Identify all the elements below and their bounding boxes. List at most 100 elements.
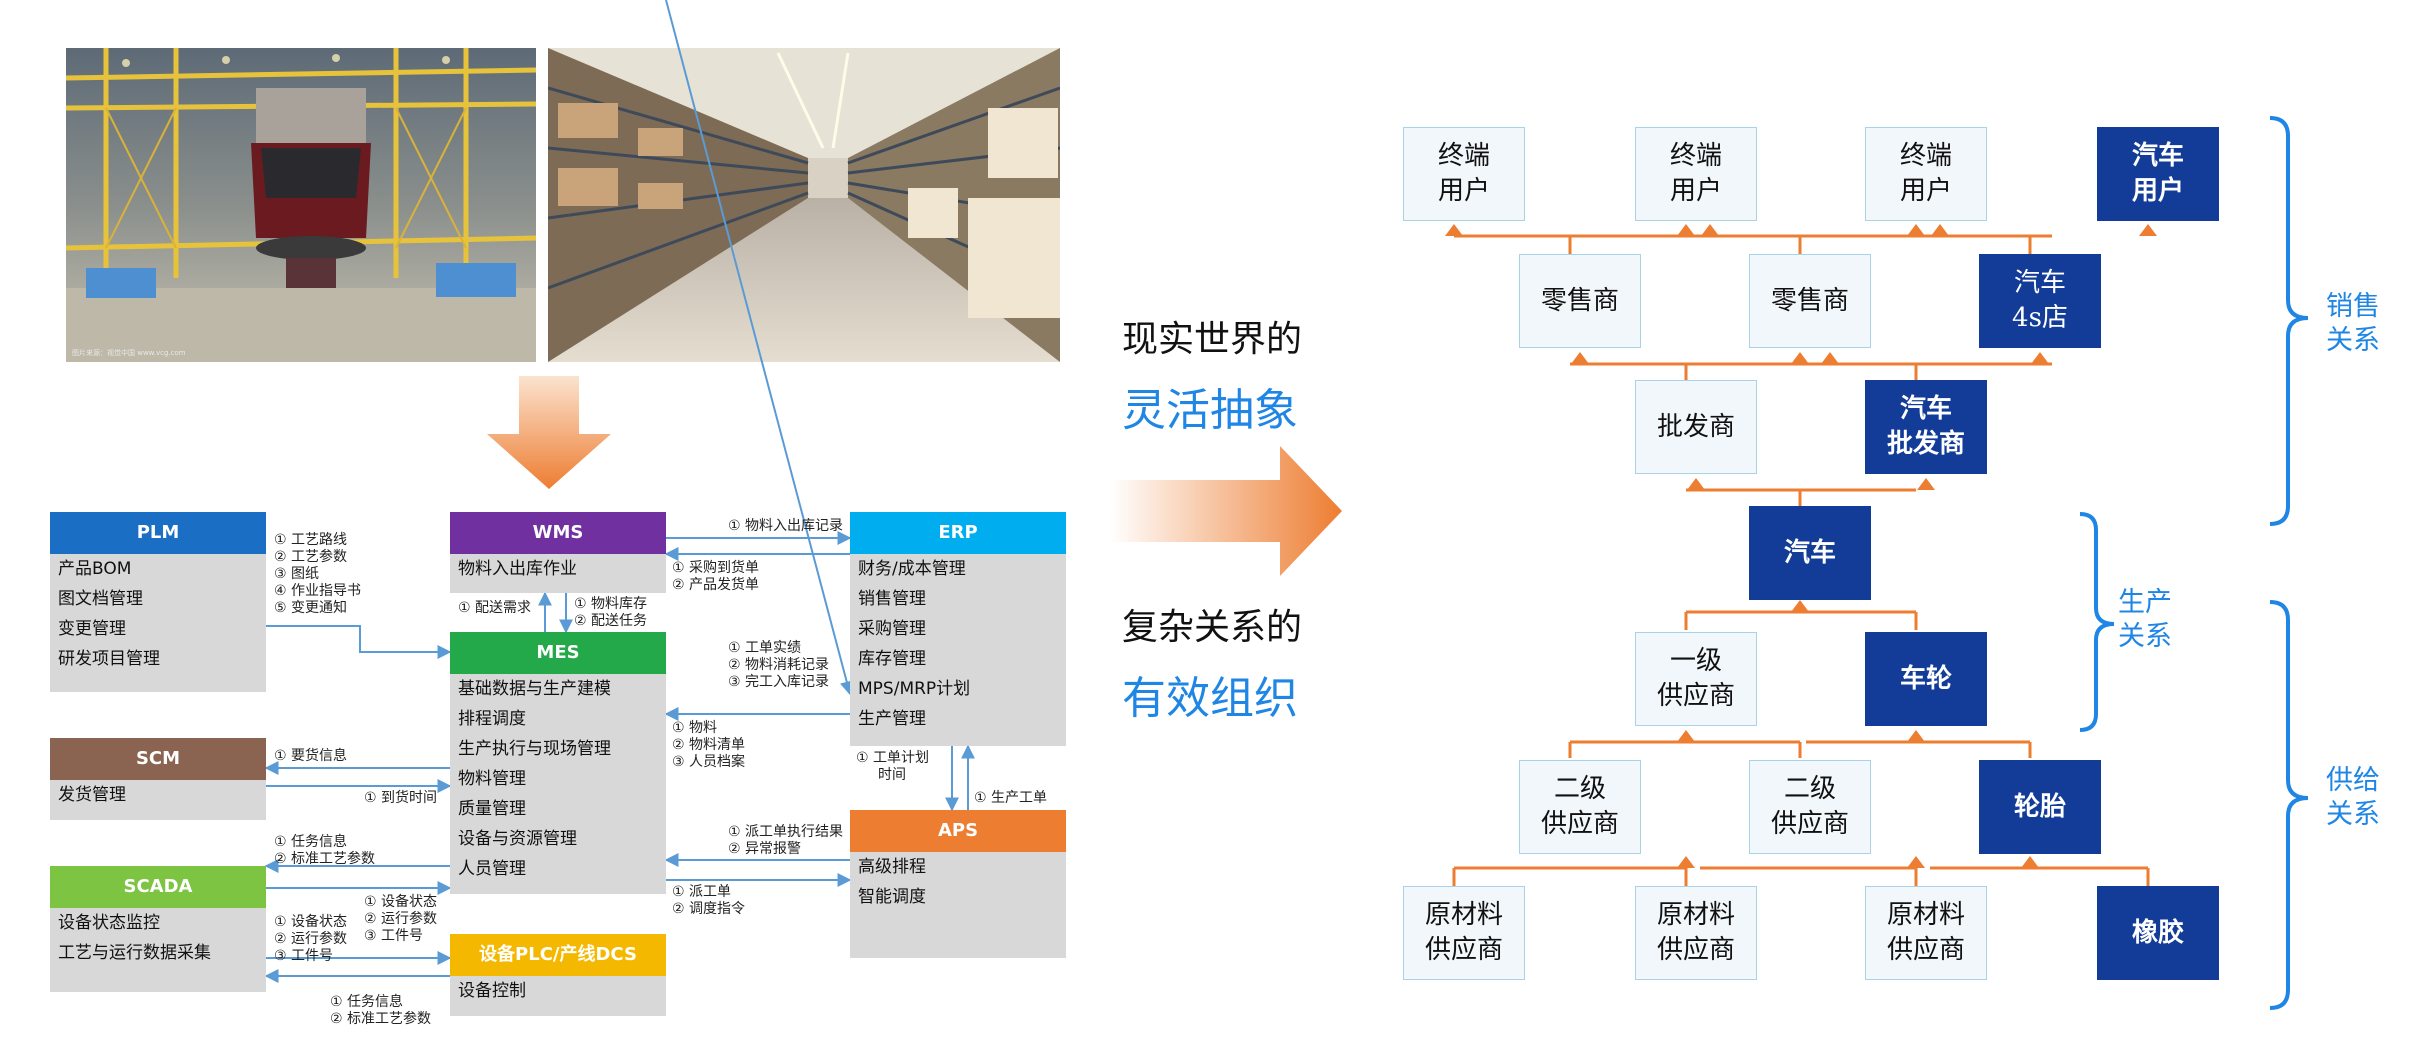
middle-line-1: 现实世界的 [1122,319,1303,360]
warehouse-photo [548,48,1060,362]
mes-item: 排程调度 [458,709,526,729]
note-mes-scada: ① 任务信息 ② 标准工艺参数 [274,834,375,868]
node-text: 批发商 [1656,411,1735,442]
scada-item: 设备状态监控 [58,913,160,933]
node-tier1-supplier: 一级 供应商 [1635,632,1757,726]
note-mes-aps: ① 派工单 ② 调度指令 [672,884,745,918]
node-rubber: 橡胶 [2097,886,2219,980]
node-text: 原材料 供应商 [1886,900,1965,965]
note-line: 时间 [878,767,906,783]
middle-line-2: 灵活抽象 [1122,385,1298,436]
scm-title: SCM [50,738,266,780]
note-line: ② 调度指令 [672,901,746,917]
factory-photo: 图片来源：视觉中国 www.vcg.com [66,48,536,362]
note-line: ① 任务信息 [330,994,404,1010]
aps-item: 智能调度 [858,887,926,907]
node-wheel: 车轮 [1865,632,1987,726]
scada-title: SCADA [50,866,266,908]
note-line: ⑤ 变更通知 [274,600,348,616]
note-line: ① 工单计划 [856,750,930,766]
node-text: 汽车 4s店 [2012,268,2068,333]
warehouse-image [548,48,1060,362]
node-tire: 轮胎 [1979,760,2101,854]
plm-item: 产品BOM [58,559,132,579]
note-line: ① 生产工单 [974,790,1048,806]
note-mes-erp: ① 工单实绩 ② 物料消耗记录 ③ 完工入库记录 [728,640,829,691]
note-line: ① 物料入出库记录 [728,518,844,534]
node-raw-material-supplier: 原材料 供应商 [1403,886,1525,980]
label-supply-relation: 供给 关系 [2326,764,2380,832]
note-scada-mes: ① 设备状态 ② 运行参数 ③ 工件号 [364,894,437,945]
node-text: 二级 供应商 [1540,774,1619,839]
middle-line-4: 有效组织 [1122,673,1298,724]
note-line: ① 工单实绩 [728,640,802,656]
note-line: ① 设备状态 [274,914,348,930]
node-text: 终端 用户 [1669,141,1722,206]
note-line: ② 物料消耗记录 [728,657,830,673]
scm-box: SCM 发货管理 [50,738,266,820]
note-line: ② 物料清单 [672,737,746,753]
note-line: ① 物料库存 [574,596,648,612]
note-line: ① 到货时间 [364,790,438,806]
plc-item: 设备控制 [458,981,526,1001]
note-plc-bottom: ① 任务信息 ② 标准工艺参数 [330,994,431,1028]
node-retailer: 零售商 [1519,254,1641,348]
scada-item: 工艺与运行数据采集 [58,943,211,963]
node-text: 终端 用户 [1899,141,1952,206]
right-arrow-icon [1110,446,1342,576]
mes-item: 物料管理 [458,769,526,789]
plm-box: PLM 产品BOM 图文档管理 变更管理 研发项目管理 [50,512,266,692]
plm-title: PLM [50,512,266,554]
aps-box: APS 高级排程 智能调度 [850,810,1066,958]
middle-line-3: 复杂关系的 [1122,607,1303,648]
mes-item: 基础数据与生产建模 [458,679,611,699]
down-arrow-icon [487,376,611,489]
note-line: ② 运行参数 [364,911,438,927]
note-line: ③ 工件号 [274,948,334,964]
plc-box: 设备PLC/产线DCS 设备控制 [450,934,666,1016]
erp-item: 采购管理 [858,619,926,639]
node-text: 车轮 [1899,663,1952,694]
note-line: ③ 图纸 [274,566,320,582]
aps-title: APS [850,810,1066,852]
node-text: 零售商 [1770,285,1849,316]
bracket-text: 销售 关系 [2326,291,2380,356]
note-scm-out: ① 到货时间 [364,790,437,807]
node-text: 原材料 供应商 [1424,900,1503,965]
node-end-user: 终端 用户 [1865,127,1987,221]
node-end-user: 终端 用户 [1635,127,1757,221]
note-erp-wms: ① 采购到货单 ② 产品发货单 [672,560,759,594]
mes-item: 质量管理 [458,799,526,819]
note-line: ② 产品发货单 [672,577,760,593]
note-line: ① 派工单 [672,884,732,900]
node-text: 橡胶 [2131,917,2184,948]
label-production-relation: 生产 关系 [2118,586,2172,654]
wms-item: 物料入出库作业 [458,559,577,579]
node-text: 一级 供应商 [1656,646,1735,711]
node-raw-material-supplier: 原材料 供应商 [1865,886,1987,980]
note-line: ① 工艺路线 [274,532,348,548]
aps-item: 高级排程 [858,857,926,877]
erp-item: 库存管理 [858,649,926,669]
node-text: 轮胎 [2013,791,2066,822]
note-line: ① 物料 [672,720,718,736]
note-mes-wms-left: ① 配送需求 [458,600,531,617]
plm-item: 变更管理 [58,619,126,639]
note-line: ② 标准工艺参数 [330,1011,432,1027]
node-raw-material-supplier: 原材料 供应商 [1635,886,1757,980]
node-retailer: 零售商 [1749,254,1871,348]
wms-box: WMS 物料入出库作业 [450,512,666,593]
photo-caption: 图片来源：视觉中国 www.vcg.com [72,349,186,357]
mes-item: 生产执行与现场管理 [458,739,611,759]
note-erp-aps: ① 工单计划 时间 [856,750,929,784]
system-connectors [264,0,975,983]
note-scada-plc: ① 设备状态 ② 运行参数 ③ 工件号 [274,914,347,965]
factory-image [66,48,536,362]
bracket-text: 供给 关系 [2326,765,2380,830]
note-aps-erp: ① 生产工单 [974,790,1047,807]
note-line: ① 采购到货单 [672,560,760,576]
node-text: 原材料 供应商 [1656,900,1735,965]
node-text: 终端 用户 [1437,141,1490,206]
note-line: ① 配送需求 [458,600,532,616]
erp-item: 财务/成本管理 [858,559,966,579]
